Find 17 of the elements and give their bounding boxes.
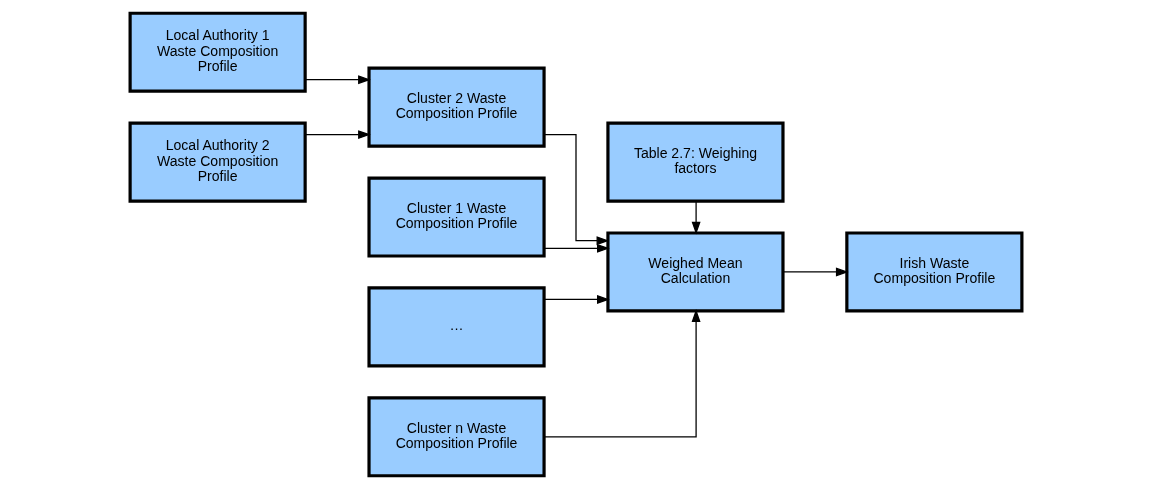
arrow (543, 243, 610, 253)
arrow (543, 294, 610, 304)
node-box: Cluster 2 Waste Composition Profile (367, 66, 546, 148)
node-box: … (367, 286, 546, 368)
node-box: Irish Waste Composition Profile (845, 231, 1024, 313)
node-box: Cluster n Waste Composition Profile (367, 396, 546, 478)
arrow (304, 130, 371, 140)
node-box: Local Authority 1 Waste Composition Profile (128, 11, 307, 93)
node-box: Table 2.7: Weighing factors (606, 121, 785, 203)
arrow (304, 75, 371, 85)
node-box: Weighed Mean Calculation (606, 231, 785, 313)
arrow (691, 200, 701, 235)
arrow (543, 309, 701, 438)
node-box: Local Authority 2 Waste Composition Profile (128, 121, 307, 203)
arrow (543, 134, 610, 246)
arrow (782, 267, 849, 277)
node-box: Cluster 1 Waste Composition Profile (367, 176, 546, 258)
